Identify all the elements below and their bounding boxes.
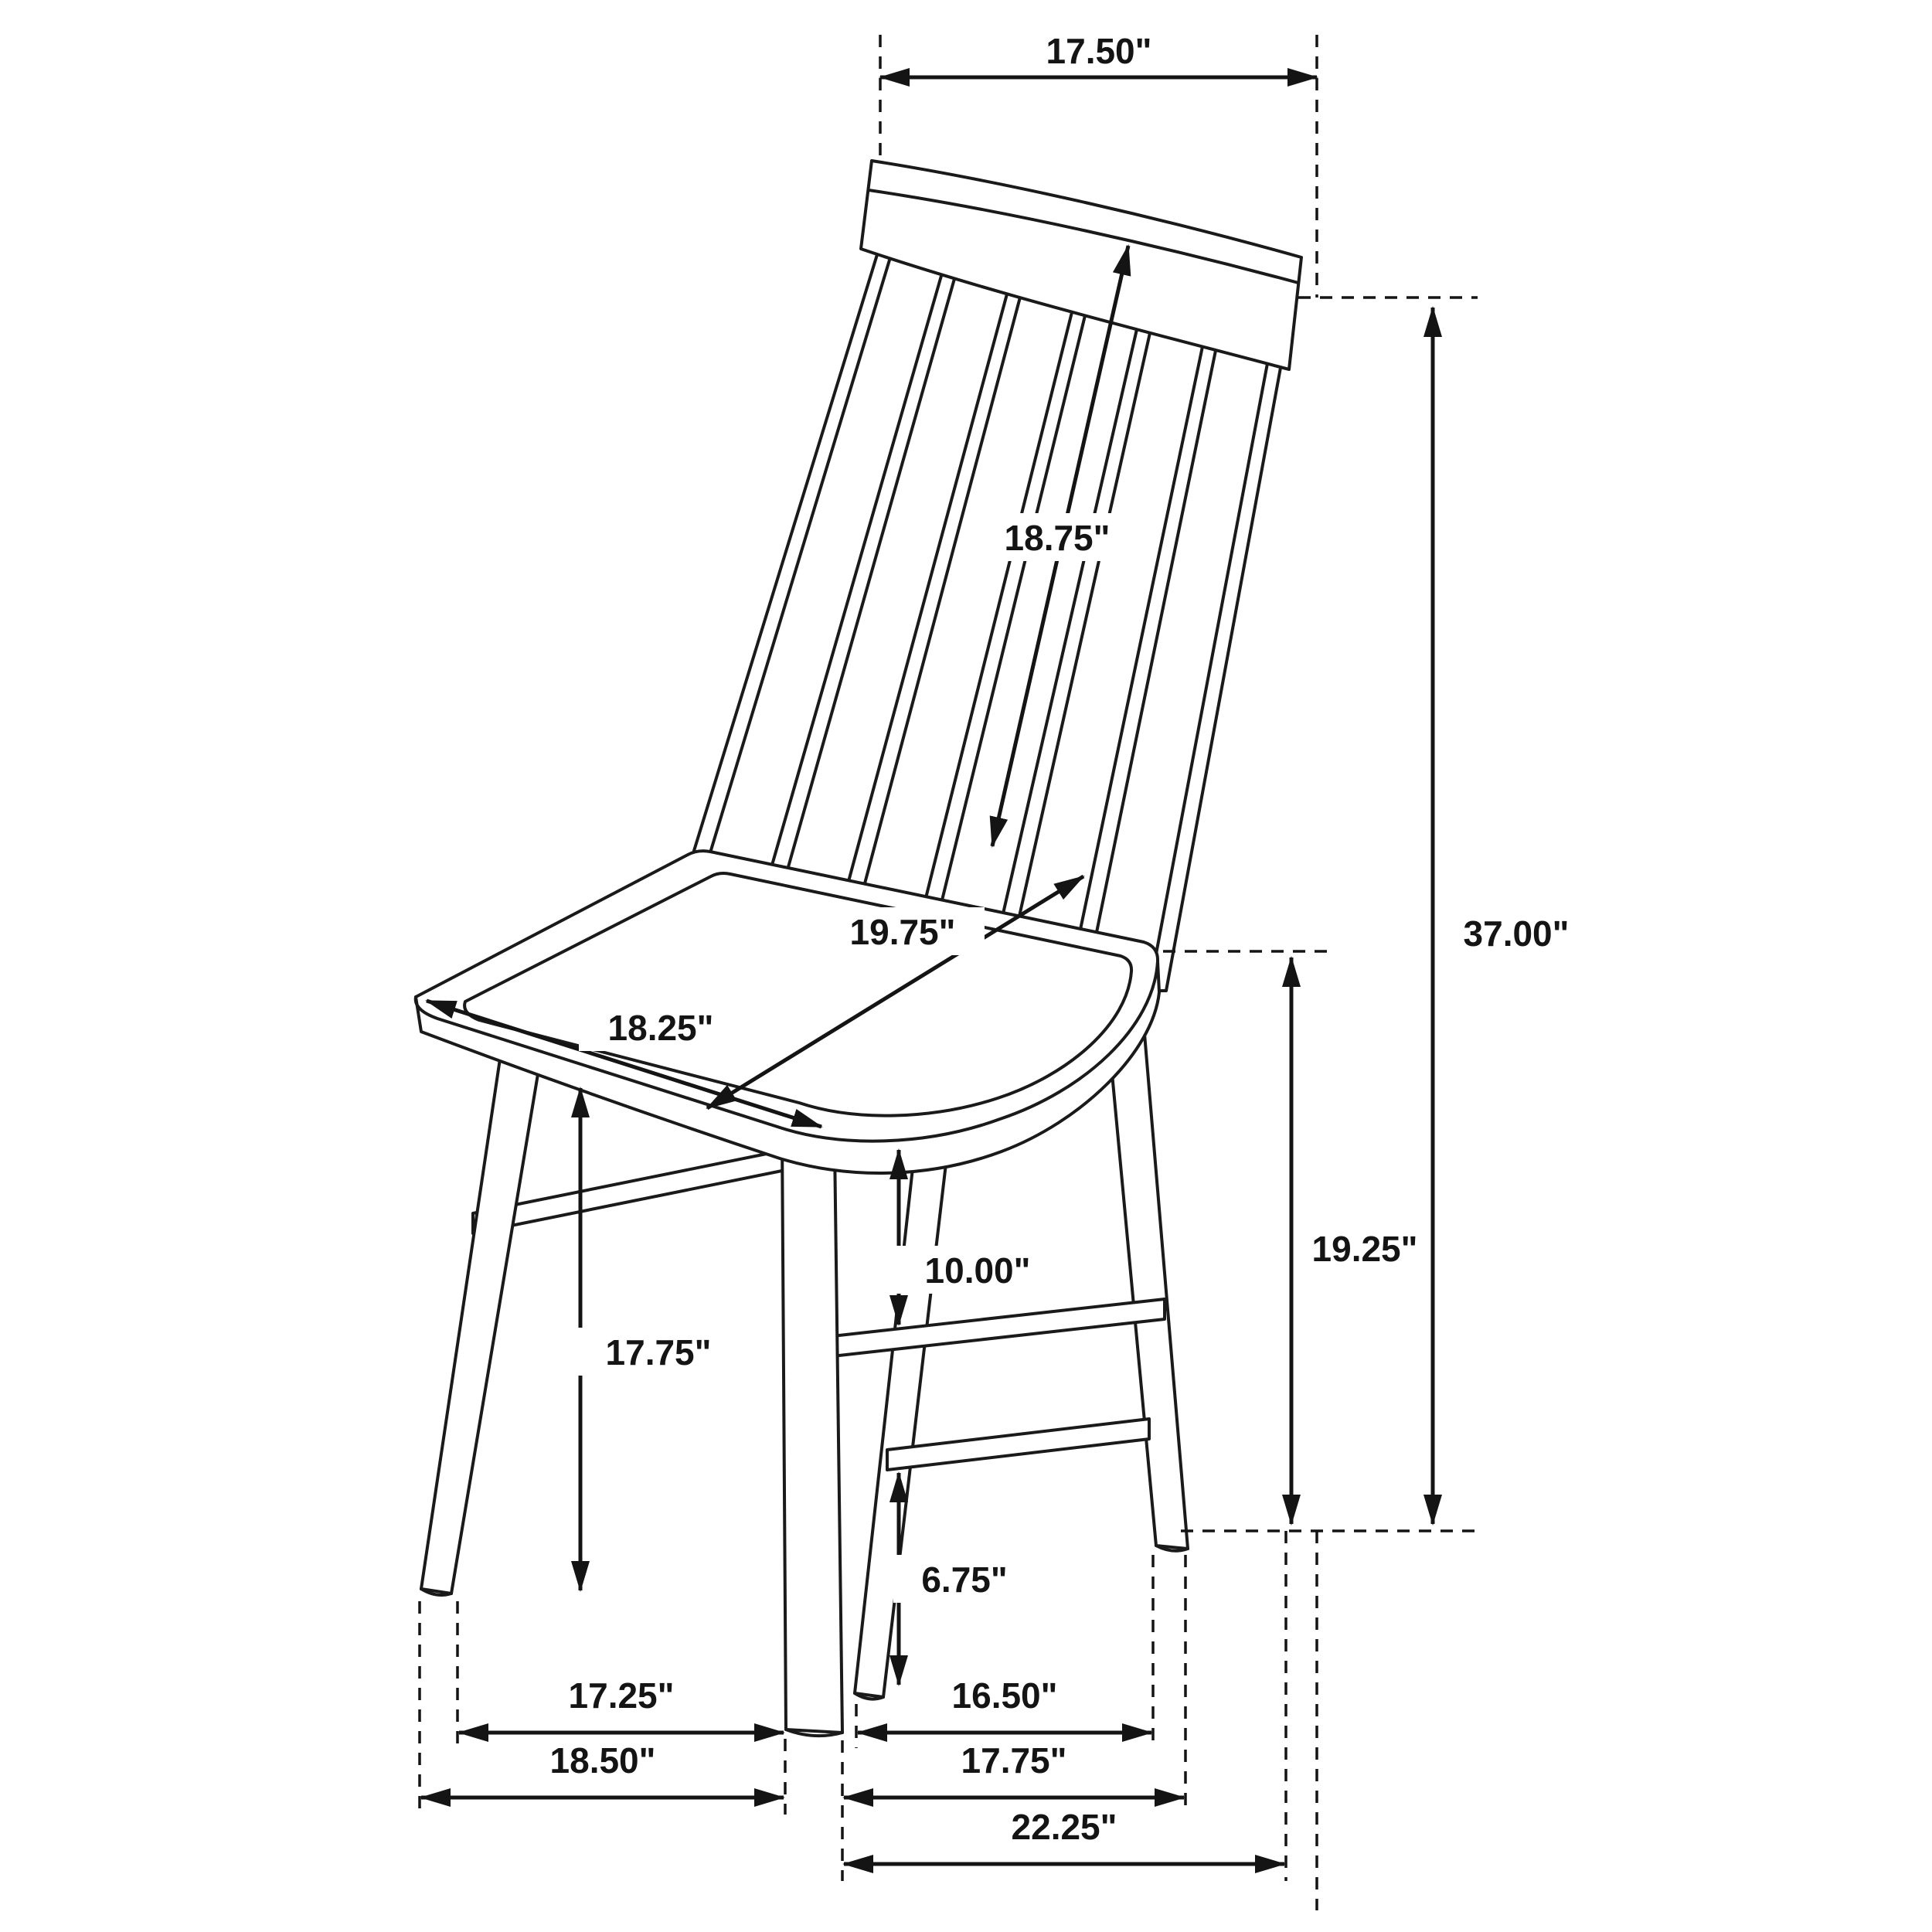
front-right-foot bbox=[784, 1728, 844, 1738]
front-left-foot bbox=[420, 1587, 453, 1597]
label-top-width: 17.50" bbox=[1046, 31, 1152, 71]
spindle bbox=[913, 298, 1090, 943]
label-bg-seat-clearance bbox=[577, 1328, 740, 1376]
label-bg-stretcher-gap bbox=[896, 1246, 1060, 1294]
back-right-foot bbox=[1155, 1544, 1189, 1553]
back-right-leg bbox=[1105, 1014, 1189, 1550]
label-seat-clearance: 17.75" bbox=[606, 1332, 712, 1372]
label-front-span-outer: 18.50" bbox=[550, 1740, 656, 1781]
label-stretcher-floor: 6.75" bbox=[921, 1560, 1007, 1600]
front-right-leg bbox=[781, 1133, 844, 1734]
dim-seat-width bbox=[425, 998, 823, 1129]
label-depth-span-inner: 16.50" bbox=[952, 1675, 1058, 1716]
front-left-leg bbox=[420, 1036, 546, 1595]
spindle bbox=[1148, 358, 1284, 992]
back-left-leg bbox=[853, 1104, 954, 1699]
right-side-stretcher bbox=[810, 1298, 1166, 1360]
label-seat-width: 18.25" bbox=[608, 1008, 714, 1048]
dimension-labels: 17.50" 18.75" 37.00" 19.25" 19.75" 18.25… bbox=[545, 26, 1575, 1852]
dimension-lines bbox=[420, 68, 1442, 1873]
label-front-span-inner: 17.25" bbox=[569, 1675, 675, 1716]
spindle bbox=[1070, 338, 1219, 975]
label-overall-height: 37.00" bbox=[1464, 913, 1570, 954]
label-seat-depth: 19.75" bbox=[850, 912, 956, 952]
label-bg-seat-width bbox=[579, 1003, 743, 1051]
back-left-foot bbox=[853, 1692, 885, 1701]
label-overall-depth: 22.25" bbox=[1012, 1807, 1117, 1847]
back-stretcher bbox=[886, 1417, 1151, 1471]
label-back-length: 18.75" bbox=[1005, 518, 1111, 558]
label-stretcher-gap: 10.00" bbox=[925, 1250, 1031, 1291]
crest-rail-edge bbox=[867, 189, 1300, 284]
label-bg-seat-depth bbox=[821, 907, 985, 955]
label-seat-height: 19.25" bbox=[1312, 1229, 1418, 1269]
label-bg-stretcher-floor bbox=[893, 1555, 1036, 1603]
label-bg-back-length bbox=[975, 513, 1139, 561]
spindle bbox=[992, 318, 1155, 959]
label-depth-span-outer: 17.75" bbox=[961, 1740, 1067, 1781]
